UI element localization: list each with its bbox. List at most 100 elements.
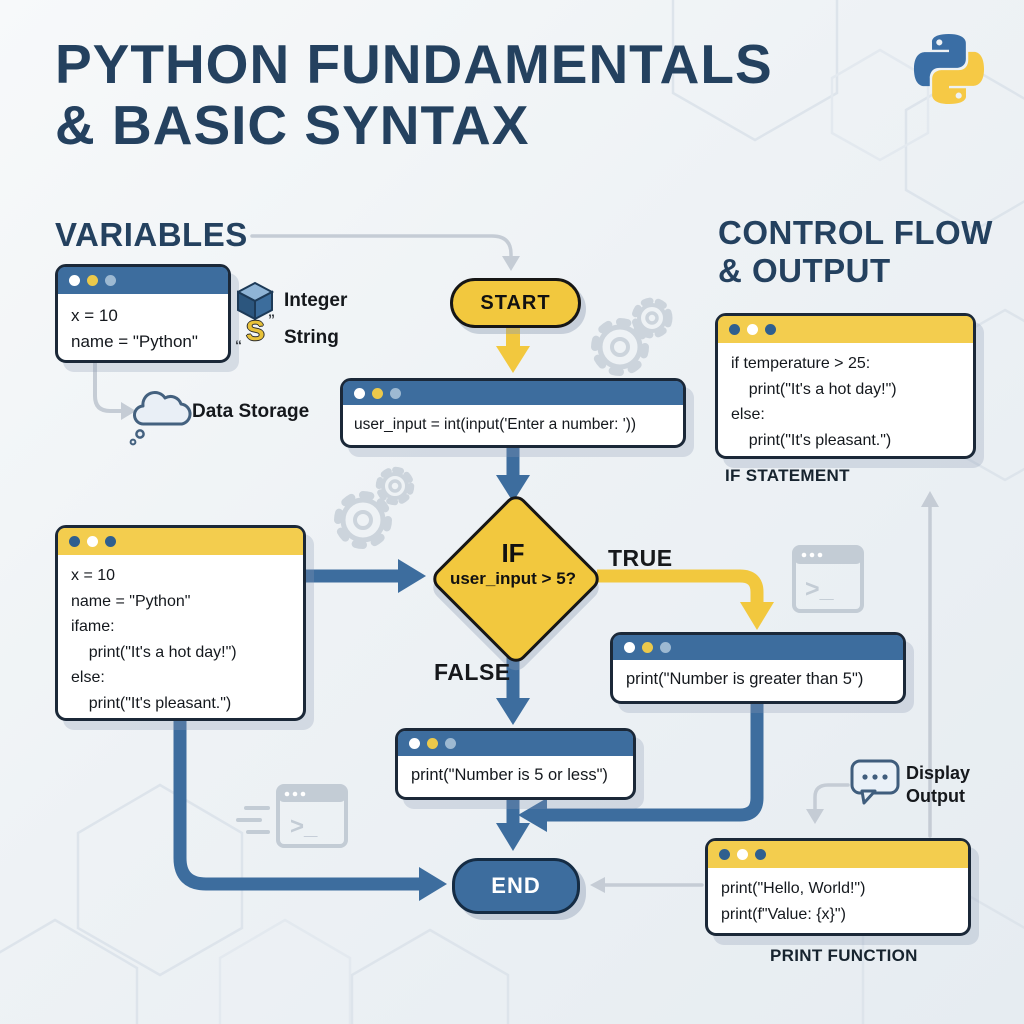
if-statement-caption: IF STATEMENT bbox=[725, 466, 850, 485]
window-dot-icon bbox=[105, 536, 116, 547]
arrowhead-leftcode-to-end bbox=[419, 867, 447, 901]
window-dot-icon bbox=[737, 849, 748, 860]
window-dot-icon bbox=[390, 387, 401, 399]
if-condition: user_input > 5? bbox=[449, 569, 577, 588]
arrowhead-false-to-end bbox=[496, 823, 530, 851]
connector-leftcode-to-end bbox=[173, 716, 420, 891]
control-flow-heading-line1: CONTROL FLOW bbox=[718, 214, 993, 251]
gears-icon bbox=[334, 466, 415, 549]
arrowhead-variables-to-cloud bbox=[121, 402, 136, 420]
speech-bubble-icon bbox=[850, 759, 900, 805]
false-branch-label: FALSE bbox=[434, 659, 511, 685]
variables-code-window: x = 10 name = "Python" bbox=[55, 264, 231, 363]
string-label: String bbox=[284, 327, 339, 348]
code-line: print("Number is greater than 5") bbox=[626, 670, 864, 688]
arrowhead-print-to-ifstatement bbox=[921, 491, 939, 507]
window-dot-icon bbox=[747, 324, 758, 335]
arrowhead-false-branch bbox=[496, 698, 530, 725]
connector-true-branch bbox=[597, 569, 764, 604]
control-flow-heading: CONTROL FLOW & OUTPUT bbox=[718, 214, 993, 290]
arrowhead-leftcode-to-diamond bbox=[398, 559, 426, 593]
window-titlebar bbox=[708, 841, 968, 868]
window-titlebar bbox=[613, 635, 903, 660]
window-dot-icon bbox=[624, 642, 635, 653]
control-flow-heading-line2: & OUTPUT bbox=[718, 252, 891, 289]
window-dot-icon bbox=[69, 275, 80, 286]
window-dot-icon bbox=[105, 275, 116, 286]
if-statement-window: if temperature > 25: print("It's a hot d… bbox=[715, 313, 976, 459]
code-line: x = 10 bbox=[71, 567, 116, 584]
window-dot-icon bbox=[765, 324, 776, 335]
if-keyword: IF bbox=[501, 538, 525, 568]
page-title: PYTHON FUNDAMENTALS & BASIC SYNTAX bbox=[55, 34, 773, 156]
window-dot-icon bbox=[354, 387, 365, 399]
window-dot-icon bbox=[719, 849, 730, 860]
code-line: print("Number is 5 or less") bbox=[411, 766, 608, 784]
code-line: print("Hello, World!") bbox=[721, 880, 866, 897]
code-line: print("It's a hot day!") bbox=[731, 380, 897, 398]
true-branch-window: print("Number is greater than 5") bbox=[610, 632, 906, 704]
if-decision-text: IF user_input > 5? bbox=[413, 538, 613, 590]
display-output-line2: Output bbox=[906, 786, 965, 806]
terminal-prompt-glyph: >_ bbox=[805, 575, 835, 603]
code-line: else: bbox=[71, 669, 105, 686]
gears-icon bbox=[591, 297, 673, 376]
arrowhead-start-to-input bbox=[496, 346, 530, 373]
window-titlebar bbox=[58, 528, 303, 555]
end-node: END bbox=[452, 858, 580, 914]
terminal-icon: >_ bbox=[236, 784, 348, 848]
arrowhead-true-return bbox=[518, 798, 547, 832]
code-line: user_input = int(input('Enter a number: … bbox=[354, 416, 637, 433]
code-line: x = 10 bbox=[71, 306, 118, 325]
terminal-icon: >_ bbox=[792, 545, 864, 613]
connector-variables-to-cloud bbox=[93, 355, 123, 413]
arrowhead-input-to-diamond bbox=[496, 475, 530, 502]
arrowhead-true-branch bbox=[740, 602, 774, 630]
print-function-window: print("Hello, World!") print(f"Value: {x… bbox=[705, 838, 971, 936]
code-line: name = "Python" bbox=[71, 592, 191, 610]
connector-heading-to-start bbox=[250, 234, 513, 258]
window-dot-icon bbox=[87, 536, 98, 547]
page-title-line1: PYTHON FUNDAMENTALS bbox=[55, 33, 773, 95]
python-logo-icon bbox=[913, 33, 985, 105]
display-output-line1: Display bbox=[906, 763, 971, 783]
window-dot-icon bbox=[445, 738, 456, 749]
arrowhead-heading-to-start bbox=[502, 256, 520, 271]
connector-display-to-print bbox=[813, 783, 850, 811]
window-dot-icon bbox=[729, 324, 740, 335]
integer-cube-icon bbox=[237, 281, 275, 321]
code-line: else: bbox=[731, 406, 765, 423]
code-line: ifame: bbox=[71, 618, 115, 635]
string-s-glyph: S bbox=[246, 315, 265, 346]
page-title-line2: & BASIC SYNTAX bbox=[55, 94, 530, 156]
code-line: if temperature > 25: bbox=[731, 355, 871, 372]
data-storage-cloud-icon bbox=[129, 391, 192, 446]
true-branch-label: TRUE bbox=[608, 545, 673, 571]
start-node: START bbox=[450, 278, 581, 328]
code-line: print(f"Value: {x}") bbox=[721, 906, 846, 923]
code-line: print("It's pleasant.") bbox=[731, 431, 892, 449]
window-dot-icon bbox=[755, 849, 766, 860]
variables-heading: VARIABLES bbox=[55, 216, 248, 253]
code-line: print("It's pleasant.") bbox=[71, 694, 232, 712]
arrowhead-print-to-end bbox=[590, 877, 605, 893]
input-code-window: user_input = int(input('Enter a number: … bbox=[340, 378, 686, 448]
window-dot-icon bbox=[69, 536, 80, 547]
terminal-prompt-glyph: >_ bbox=[290, 813, 318, 840]
integer-label: Integer bbox=[284, 290, 348, 311]
left-code-window: x = 10 name = "Python" ifame: print("It'… bbox=[55, 525, 306, 721]
connector-true-return bbox=[545, 701, 764, 822]
open-quote-glyph: “ bbox=[235, 337, 242, 353]
window-titlebar bbox=[58, 267, 228, 294]
code-line: print("It's a hot day!") bbox=[71, 643, 237, 661]
window-titlebar bbox=[718, 316, 973, 343]
window-dot-icon bbox=[87, 275, 98, 286]
window-dot-icon bbox=[409, 738, 420, 749]
window-dot-icon bbox=[660, 642, 671, 653]
window-titlebar bbox=[343, 381, 683, 405]
false-branch-window: print("Number is 5 or less") bbox=[395, 728, 636, 800]
window-dot-icon bbox=[372, 387, 383, 399]
print-function-caption: PRINT FUNCTION bbox=[770, 946, 918, 965]
display-output-label: Display Output bbox=[906, 762, 970, 808]
